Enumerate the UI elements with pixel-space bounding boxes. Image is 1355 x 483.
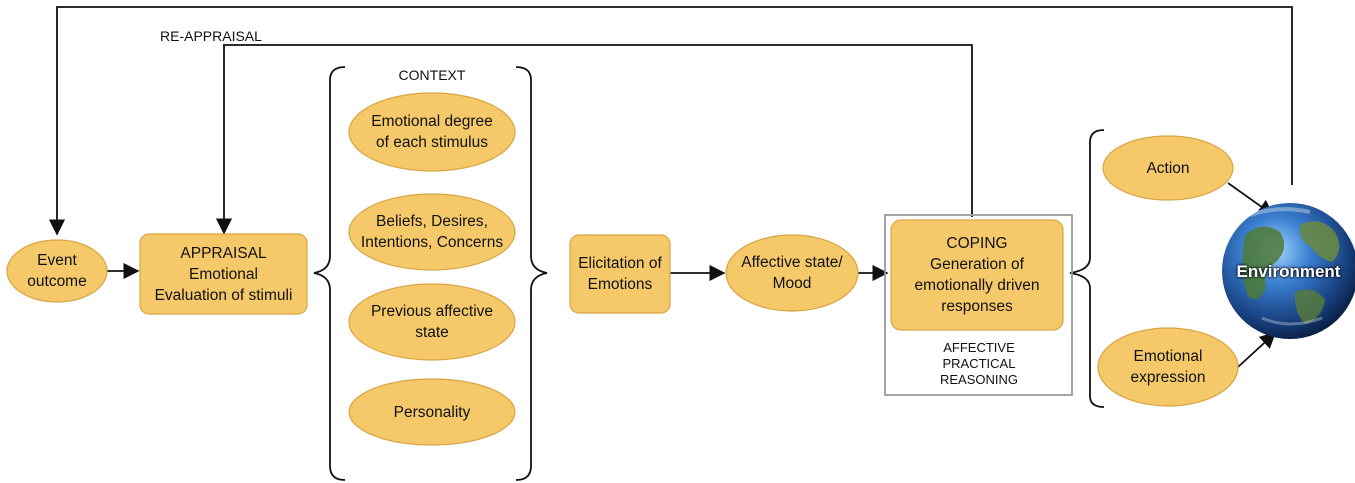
context-brace-left bbox=[313, 66, 346, 481]
affective-state-label: Affective state/ Mood bbox=[741, 254, 843, 292]
emotional-expression-label: Emotional expression bbox=[1130, 348, 1206, 386]
coping-node bbox=[890, 219, 1064, 331]
action-node bbox=[1102, 135, 1234, 201]
bdi-node bbox=[348, 193, 516, 271]
appraisal-label: APPRAISAL Emotional Evaluation of stimul… bbox=[154, 244, 293, 304]
elicitation-label: Elicitation of Emotions bbox=[578, 255, 662, 293]
context-brace-right bbox=[515, 66, 548, 481]
arrow-expression-to-environment bbox=[1237, 331, 1277, 368]
appraisal-node bbox=[139, 233, 308, 315]
personality-node bbox=[348, 378, 516, 446]
affective-practical-reasoning-frame bbox=[884, 214, 1073, 396]
emotional-expression-node bbox=[1097, 327, 1239, 407]
personality-label: Personality bbox=[393, 403, 471, 421]
environment-globe bbox=[1222, 203, 1355, 339]
coping-label: COPING Generation of emotionally driven … bbox=[914, 235, 1040, 315]
elicitation-node bbox=[569, 234, 671, 314]
emotional-degree-label: Emotional degree of each stimulus bbox=[371, 113, 493, 151]
feedback-line-outer bbox=[48, 6, 1293, 236]
environment-label: Environment bbox=[1236, 261, 1341, 281]
action-label: Action bbox=[1146, 159, 1190, 177]
emotional-degree-node bbox=[348, 92, 516, 172]
reappraisal-line bbox=[215, 44, 973, 235]
reappraisal-label: RE-APPRAISAL bbox=[160, 27, 262, 44]
affective-state-node bbox=[725, 234, 859, 312]
previous-state-label: Previous affective state bbox=[370, 303, 494, 341]
previous-state-node bbox=[348, 283, 516, 361]
event-outcome-node bbox=[6, 239, 108, 303]
event-outcome-label: Event outcome bbox=[27, 252, 87, 290]
bdi-label: Beliefs, Desires, Intentions, Concerns bbox=[360, 213, 504, 251]
output-brace bbox=[1069, 129, 1105, 408]
context-label: CONTEXT bbox=[398, 66, 466, 83]
affective-practical-reasoning-label: AFFECTIVE PRACTICAL REASONING bbox=[939, 340, 1018, 387]
